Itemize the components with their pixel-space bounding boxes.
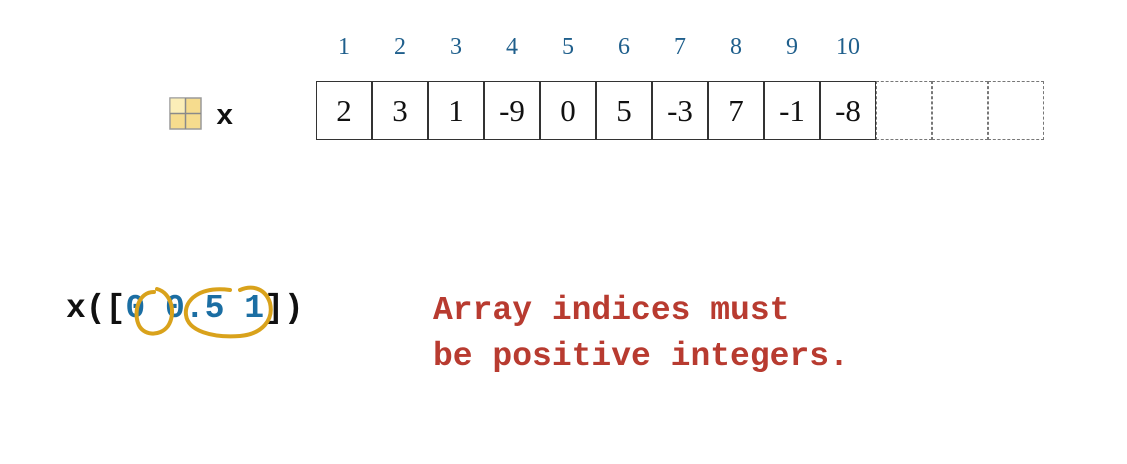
index-label: 2 [394,34,406,60]
expr-arg-zero: 0 [125,290,146,327]
array-cell: 7 [708,81,764,140]
index-label: 6 [618,34,630,60]
index-labels: 1 2 3 4 5 6 7 8 9 10 [0,34,1127,64]
index-label: 3 [450,34,462,60]
empty-cell [932,81,988,140]
expr-arg-one: 1 [244,290,265,327]
index-label: 10 [836,34,860,60]
index-label: 5 [562,34,574,60]
array-cell: -3 [652,81,708,140]
index-label: 1 [338,34,350,60]
empty-cell [988,81,1044,140]
index-label: 7 [674,34,686,60]
index-label: 8 [730,34,742,60]
empty-cell [876,81,932,140]
array-cell: 2 [316,81,372,140]
array-cell: 0 [540,81,596,140]
array-cell: -9 [484,81,540,140]
index-label: 4 [506,34,518,60]
error-message: Array indices must be positive integers. [433,288,849,380]
expr-suffix: ]) [264,290,304,327]
matrix-variable-icon [169,97,202,130]
array-cell: 1 [428,81,484,140]
variable-name: x [216,100,234,133]
error-line-1: Array indices must [433,292,790,329]
array-cell: -1 [764,81,820,140]
error-line-2: be positive integers. [433,338,849,375]
array-cell: 3 [372,81,428,140]
array-cell: -8 [820,81,876,140]
array-cell: 5 [596,81,652,140]
index-label: 9 [786,34,798,60]
expr-arg-half: 0.5 [165,290,225,327]
expr-prefix: x([ [66,290,126,327]
index-expression: x([0 0.5 1]) [66,287,304,331]
